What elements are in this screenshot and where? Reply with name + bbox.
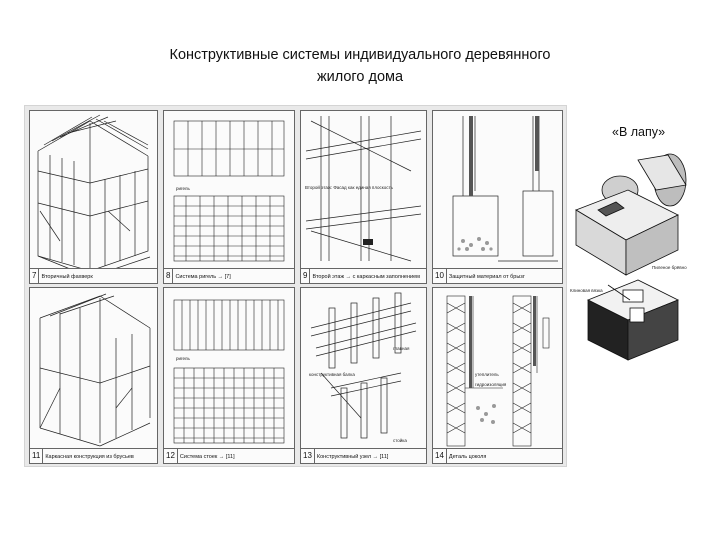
lapu-joint-illustration: Пиленое брёвно Клиновая вязка <box>568 150 688 365</box>
panel-number: 12 <box>164 449 178 463</box>
panel-number: 10 <box>433 269 447 283</box>
lapu-title: «В лапу» <box>612 125 666 139</box>
panel-13-note-c: стойка <box>393 438 407 443</box>
second-floor-drawing <box>305 116 422 262</box>
panel-caption-text: Каркасная конструкция из брусьев <box>45 454 134 460</box>
lapu-label-b: Клиновая вязка <box>570 288 603 293</box>
panel-13-note-b: конструктивная балка <box>309 372 355 377</box>
panel-number: 8 <box>164 269 174 283</box>
panel-caption-text: Деталь цоколя <box>448 454 487 460</box>
panel-9-second-floor: Второй этаж: Фасад как единая плоскость … <box>300 110 427 284</box>
stud-system-drawing <box>173 299 285 444</box>
structural-node-drawing <box>310 292 417 439</box>
frame-house-drawing <box>37 114 151 278</box>
panel-8-note: ригель <box>176 186 190 191</box>
post-beam-plan-drawing <box>173 120 285 262</box>
slide-title-line2: жилого дома <box>316 69 404 85</box>
timber-frame-drawing <box>39 293 151 447</box>
panel-number: 14 <box>433 449 447 463</box>
panel-14-note-b: гидроизоляция <box>475 382 507 387</box>
lapu-label-a: Пиленое брёвно <box>652 265 687 270</box>
panel-14-note-a: утеплитель <box>475 372 499 377</box>
splash-protection-drawing <box>452 116 558 262</box>
panel-caption-text: Вторичный фахверк <box>41 274 93 280</box>
plinth-detail-drawing <box>446 295 550 447</box>
panel-13-note-a: главная <box>393 346 410 351</box>
panel-caption-text: Защитный материал от брызг <box>448 274 525 280</box>
slide-title-line1: Конструктивные системы индивидуального д… <box>169 47 551 63</box>
lapu-joint-drawing <box>575 153 687 361</box>
panel-12-note: ригель <box>176 356 190 361</box>
panel-caption-text: Система ригель → [7] <box>175 274 231 280</box>
panel-9-note: Второй этаж: Фасад как единая плоскость <box>305 185 393 190</box>
panel-caption-text: Система стоек → [11] <box>179 454 235 460</box>
panel-caption-text: Второй этаж → с каркасным заполнением <box>312 274 420 280</box>
panel-number: 9 <box>301 269 311 283</box>
panel-number: 11 <box>30 449 44 463</box>
panel-number: 13 <box>301 449 315 463</box>
slide-title: Конструктивные системы индивидуального д… <box>120 44 600 88</box>
panel-caption-text: Конструктивный узел → [11] <box>316 454 389 460</box>
panel-number: 7 <box>30 269 40 283</box>
